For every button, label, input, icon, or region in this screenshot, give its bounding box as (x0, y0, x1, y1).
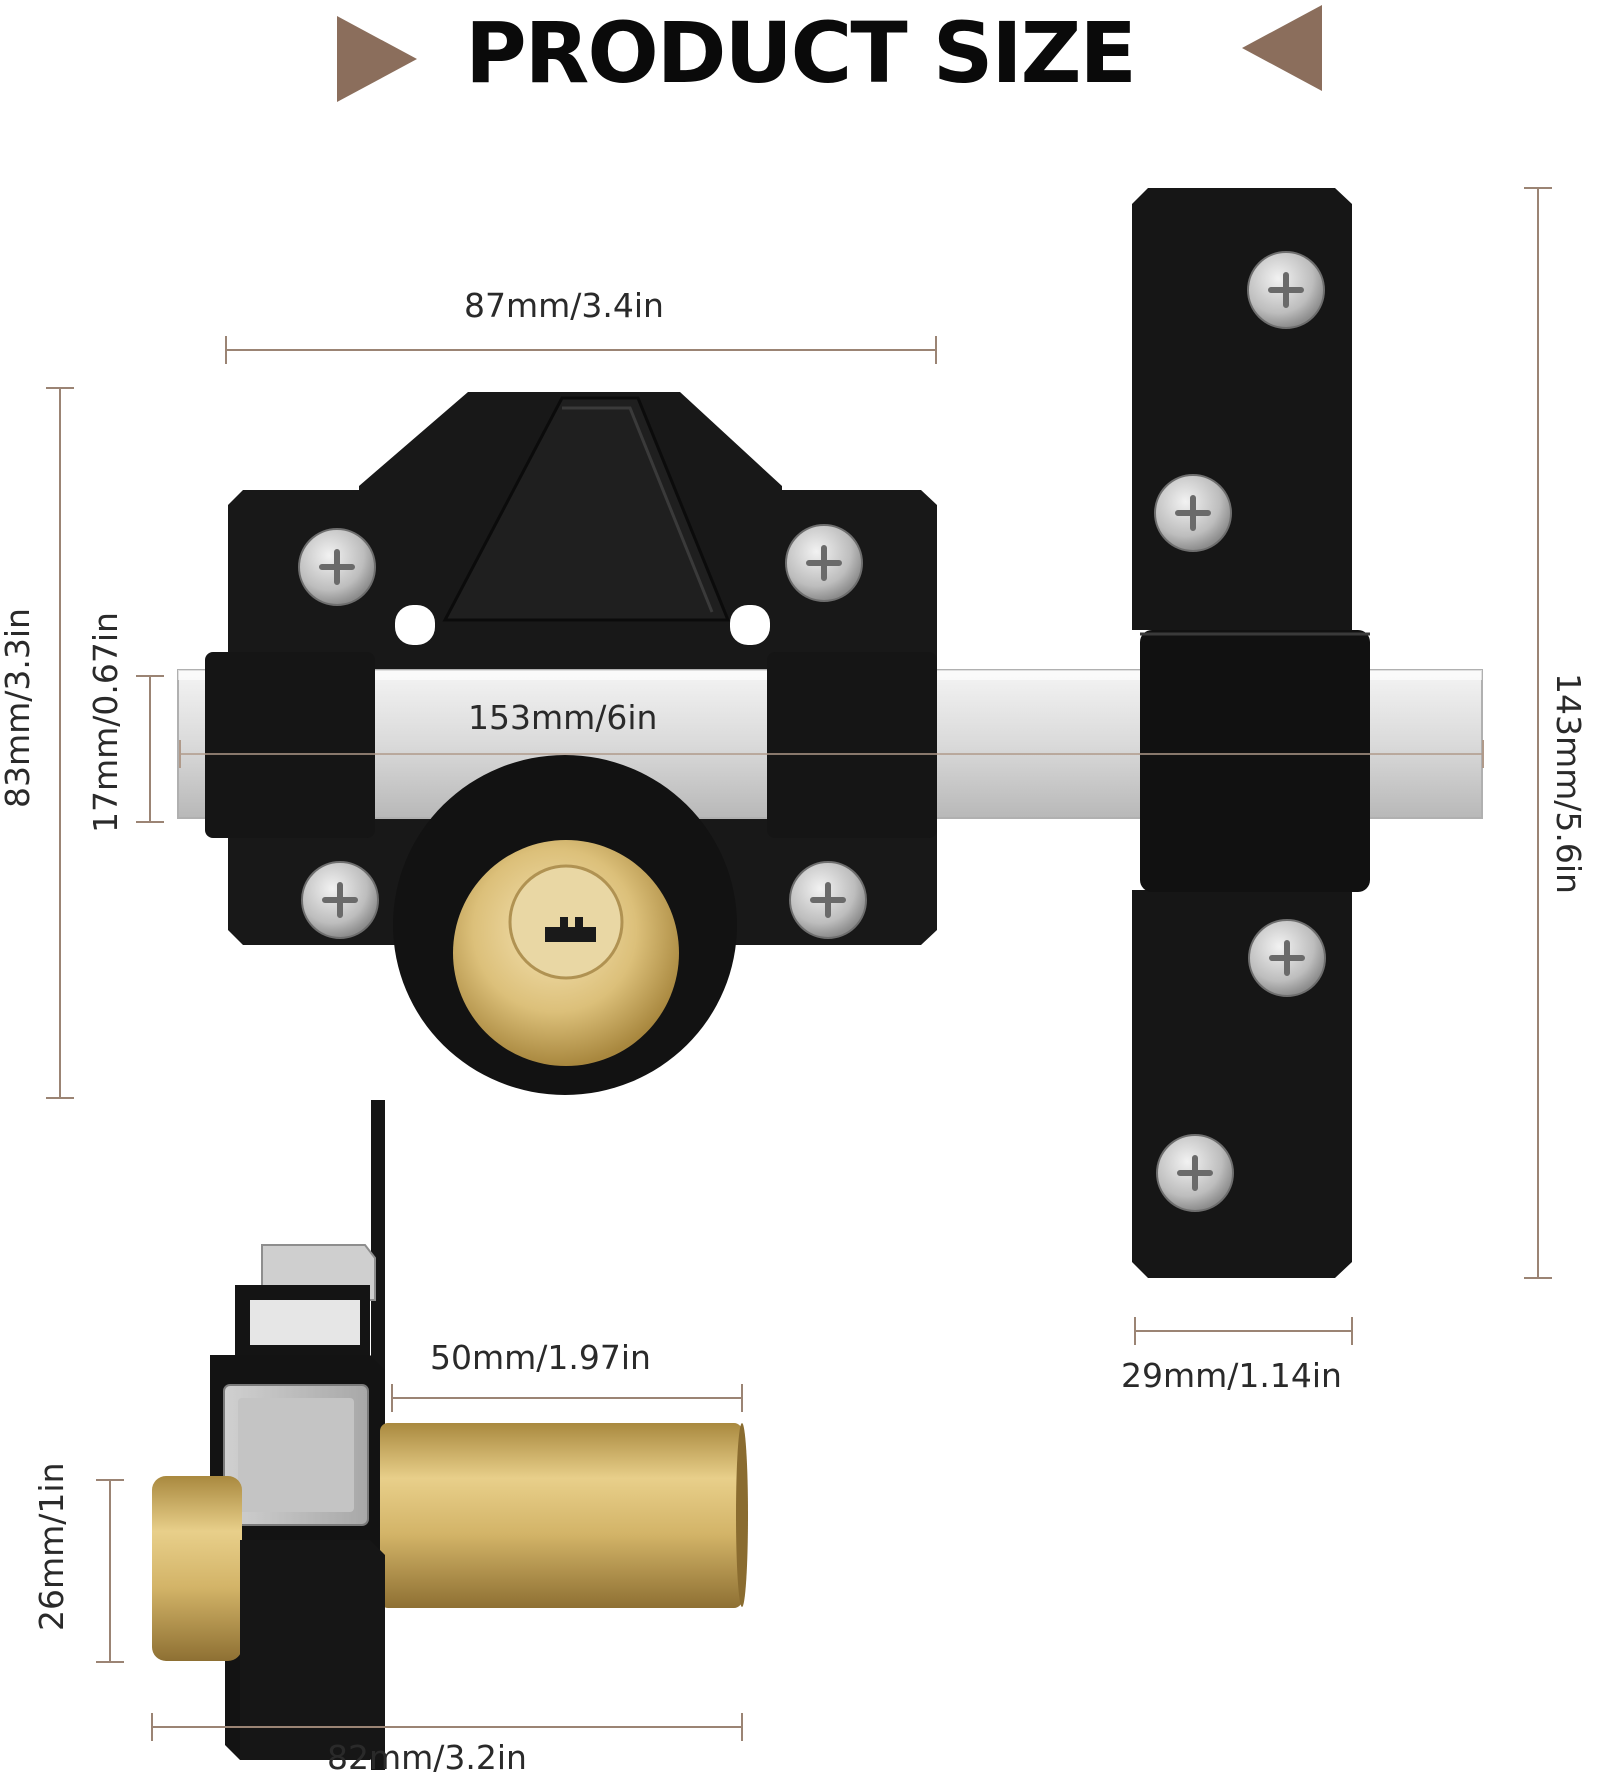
phillips-screw-icon (789, 861, 867, 939)
phillips-screw-icon (1248, 919, 1326, 997)
dim-label-bolt-height: 17mm/0.67in (86, 612, 125, 833)
title-banner: PRODUCT SIZE (0, 0, 1600, 110)
triangle-right-icon (337, 16, 417, 102)
keeper-plate (1132, 188, 1370, 1278)
page-title: PRODUCT SIZE (465, 4, 1137, 102)
triangle-left-icon (1242, 5, 1322, 91)
phillips-screw-icon (785, 524, 863, 602)
phillips-screw-icon (1247, 251, 1325, 329)
keyhole-icon (545, 917, 596, 942)
dim-label-body-width: 87mm/3.4in (464, 286, 664, 325)
phillips-screw-icon (298, 528, 376, 606)
dim-label-keeper-height: 143mm/5.6in (1549, 673, 1588, 894)
dim-label-body-height: 83mm/3.3in (0, 608, 37, 808)
dim-label-side-width: 82mm/3.2in (327, 1738, 527, 1777)
key-cylinder (393, 755, 737, 1095)
dim-label-keeper-width: 29mm/1.14in (1121, 1356, 1342, 1395)
dim-label-cylinder-length: 50mm/1.97in (430, 1338, 651, 1377)
phillips-screw-icon (1154, 474, 1232, 552)
phillips-screw-icon (1156, 1134, 1234, 1212)
side-view-lock (152, 1100, 748, 1770)
dim-label-bolt-length: 153mm/6in (468, 698, 658, 737)
bolt-guides (205, 652, 937, 838)
dimension-lines (46, 187, 1552, 1741)
phillips-screw-icon (301, 861, 379, 939)
dim-label-cylinder-diameter: 26mm/1in (32, 1462, 71, 1631)
